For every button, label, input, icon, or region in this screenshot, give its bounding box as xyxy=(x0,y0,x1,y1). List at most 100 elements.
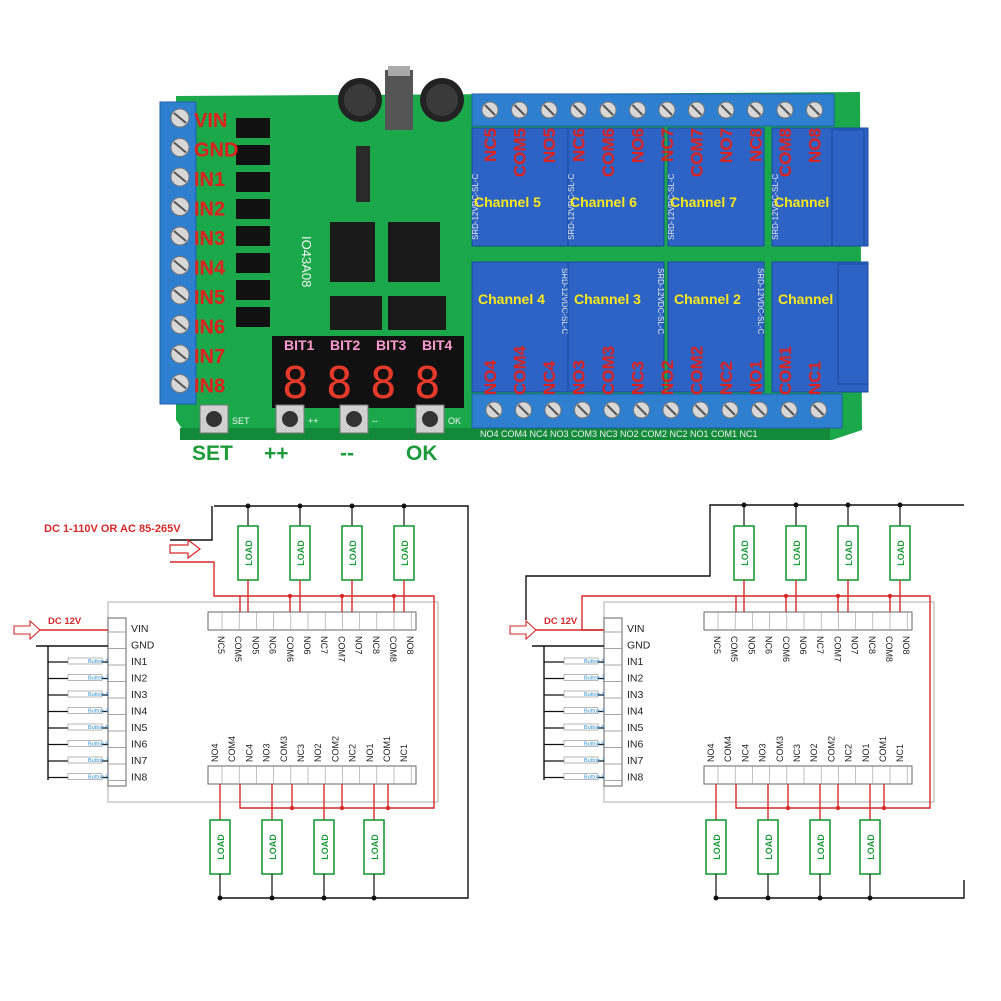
load-label: LOAD xyxy=(896,540,906,566)
terminal-label: COM3 xyxy=(775,736,785,762)
terminal-label: COM7 xyxy=(832,636,842,662)
load-label: LOAD xyxy=(866,834,876,860)
terminal-label: NO4 xyxy=(210,743,220,762)
terminal-label: COM6 xyxy=(285,636,295,662)
pin-label: IN1 xyxy=(131,656,148,668)
dc-arrow xyxy=(509,619,537,641)
button-symbol xyxy=(67,657,103,665)
ic-chip xyxy=(388,296,446,330)
bit-label: BIT4 xyxy=(422,337,453,353)
terminal-label: NO6 xyxy=(302,636,312,655)
top-terminal-label: COM5 xyxy=(511,128,530,177)
button-label: Button 3 xyxy=(584,692,605,698)
relay xyxy=(471,127,569,247)
load-label: LOAD xyxy=(320,834,330,860)
terminal-label: NC4 xyxy=(244,744,254,762)
input-label: IN1 xyxy=(194,169,225,191)
top-terminal-label: NC7 xyxy=(658,128,677,162)
button-cap xyxy=(282,411,298,427)
relay-text: SRD-12VDC-SL-C xyxy=(756,268,765,334)
bottom-terminal-label: NO4 xyxy=(481,360,500,396)
channel-label: Channel 3 xyxy=(574,291,641,307)
relay-text: SRD-12VDC-SL-C xyxy=(560,268,569,334)
top-terminal-label: NC5 xyxy=(481,128,500,162)
relay-text: SRD-12VDC-SL-C xyxy=(567,174,576,240)
load-label: LOAD xyxy=(216,834,226,860)
terminal-label: NC7 xyxy=(815,636,825,654)
pin-label: IN4 xyxy=(627,706,644,718)
button-symbol xyxy=(563,657,599,665)
relay-text: SRD-12VDC-SL-C xyxy=(667,174,676,240)
load-label: LOAD xyxy=(712,834,722,860)
pin-label: IN2 xyxy=(627,673,644,685)
pin-label: IN5 xyxy=(131,722,148,734)
terminal-label: NO6 xyxy=(798,636,808,655)
pin-label: IN3 xyxy=(131,689,148,701)
channel-label: Channel 8 xyxy=(774,194,841,210)
button-label: Button 5 xyxy=(88,725,109,731)
terminal-label: NC8 xyxy=(371,636,381,654)
channel-label: Channel 5 xyxy=(474,194,541,210)
load-label: LOAD xyxy=(244,540,254,566)
pin-label: GND xyxy=(627,640,651,652)
pin-label: IN8 xyxy=(627,772,644,784)
pin-strip xyxy=(107,617,127,787)
button-label: Button 7 xyxy=(584,758,605,764)
terminal-label: NO8 xyxy=(405,636,415,655)
terminal-label: NC3 xyxy=(296,744,306,762)
terminal-label: NO8 xyxy=(901,636,911,655)
terminal-label: COM5 xyxy=(233,636,243,662)
pin-label: VIN xyxy=(131,623,149,635)
pin-label: IN5 xyxy=(627,722,644,734)
button-symbol xyxy=(67,756,103,764)
pin-label: IN6 xyxy=(131,739,148,751)
dc-arrow xyxy=(13,619,41,641)
button-label: Button 6 xyxy=(88,742,109,748)
board-model: IO43A08 xyxy=(299,236,314,287)
ic-chip xyxy=(330,296,382,330)
top-terminal-label: NO5 xyxy=(540,128,559,163)
terminal-label: NC6 xyxy=(764,636,774,654)
top-terminal-strip xyxy=(703,611,913,631)
bottom-terminal-strip xyxy=(703,765,913,785)
bottom-terminal-label: COM3 xyxy=(599,346,618,395)
button-symbol xyxy=(67,707,103,714)
display-digit: 8 xyxy=(370,358,397,409)
terminal-label: COM2 xyxy=(826,736,836,762)
button-label: Button 8 xyxy=(584,775,605,781)
button-symbol xyxy=(563,740,599,747)
bottom-terminal-label: COM4 xyxy=(511,345,530,395)
button-label: OK xyxy=(406,442,438,465)
optocoupler xyxy=(236,253,270,273)
input-label: IN8 xyxy=(194,376,225,398)
terminal-label: NO2 xyxy=(313,743,323,762)
relay xyxy=(471,261,569,393)
terminal-label: NC4 xyxy=(740,744,750,762)
top-terminal-strip xyxy=(207,611,417,631)
optocoupler xyxy=(236,226,270,246)
load-label: LOAD xyxy=(370,834,380,860)
terminal-label: NO1 xyxy=(365,743,375,762)
terminal-label: NO5 xyxy=(746,636,756,655)
pin-label: IN3 xyxy=(627,689,644,701)
top-terminal-label: NO7 xyxy=(717,128,736,163)
pin-label: IN2 xyxy=(131,673,148,685)
relay-edge xyxy=(831,129,865,247)
header-pins xyxy=(356,146,370,202)
bit-label: BIT3 xyxy=(376,337,407,353)
optocoupler xyxy=(236,172,270,192)
pin-label: GND xyxy=(131,640,155,652)
channel-label: Channel 7 xyxy=(670,194,737,210)
terminal-label: NO2 xyxy=(809,743,819,762)
terminal-label: COM2 xyxy=(330,736,340,762)
terminal-label: COM7 xyxy=(336,636,346,662)
terminal-label: COM4 xyxy=(723,736,733,762)
terminal-label: NC8 xyxy=(867,636,877,654)
input-label: IN6 xyxy=(194,317,225,339)
optocoupler xyxy=(236,118,270,138)
load-label: LOAD xyxy=(764,834,774,860)
terminal-label: NC5 xyxy=(712,636,722,654)
button-label: ++ xyxy=(264,442,289,465)
button-symbol xyxy=(67,773,103,780)
voltage-regulator xyxy=(385,70,413,130)
